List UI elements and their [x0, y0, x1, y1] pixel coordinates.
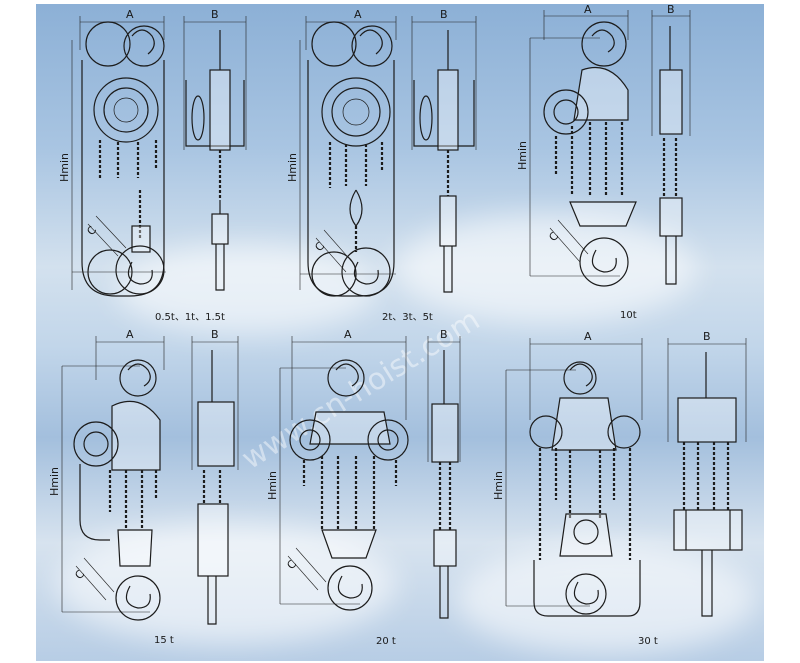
dimension-b-label: B — [440, 8, 448, 21]
hoist-4-front-view: A Hmin C — [48, 328, 165, 621]
dimension-c-label: C — [312, 239, 327, 253]
dimension-a-label: A — [126, 328, 134, 341]
hoist-2-side-view: B — [411, 8, 477, 293]
hoist-1-side-view: B — [183, 8, 247, 291]
hoist-4-drawing: A Hmin C — [48, 328, 239, 646]
dimension-b-label: B — [667, 3, 675, 16]
hoist-6-drawing: A Hmin — [492, 330, 747, 647]
dimension-c-label: C — [84, 223, 99, 237]
dimension-hmin-label: Hmin — [266, 471, 279, 500]
hoist-6-front-view: A Hmin — [492, 330, 643, 617]
hoist-1-front-view: A Hmin — [58, 8, 166, 297]
caption-hoist-2: 2t、3t、5t — [382, 312, 433, 323]
dimension-a-label: A — [584, 3, 592, 16]
dimension-b-label: B — [703, 330, 711, 343]
dimension-a-label: A — [126, 8, 134, 21]
hoist-4-side-view: B — [191, 328, 239, 625]
caption-hoist-1: 0.5t、1t、1.5t — [155, 312, 225, 323]
hoist-1-drawing: A Hmin — [58, 8, 247, 323]
caption-hoist-4: 15 t — [154, 635, 174, 646]
hoist-5-front-view: A Hmin — [266, 328, 409, 611]
dimension-b-label: B — [211, 8, 219, 21]
dimension-c-label: C — [546, 229, 561, 243]
dimension-hmin-label: Hmin — [48, 467, 61, 496]
dimension-c-label: C — [284, 557, 299, 571]
dimension-hmin-label: Hmin — [286, 153, 299, 182]
hoist-3-side-view: B — [651, 3, 691, 285]
dimension-hmin-label: Hmin — [516, 141, 529, 170]
hoist-5-side-view: B — [427, 328, 461, 619]
dimension-c-label: C — [72, 567, 87, 581]
caption-hoist-6: 30 t — [638, 636, 658, 647]
hoist-3-drawing: A Hmin C — [516, 3, 691, 321]
hoist-3-front-view: A Hmin C — [516, 3, 637, 287]
caption-hoist-5: 20 t — [376, 636, 396, 647]
hoist-2-front-view: A Hmin C — [286, 8, 397, 297]
dimension-hmin-label: Hmin — [492, 471, 505, 500]
hoist-5-drawing: A Hmin — [266, 328, 461, 647]
dimension-a-label: A — [344, 328, 352, 341]
dimension-a-label: A — [354, 8, 362, 21]
dimension-hmin-label: Hmin — [58, 153, 71, 182]
hoist-6-side-view: B — [667, 330, 747, 617]
caption-hoist-3: 10t — [620, 310, 637, 321]
hoist-2-drawing: A Hmin C — [286, 8, 477, 323]
dimension-b-label: B — [440, 328, 448, 341]
dimension-a-label: A — [584, 330, 592, 343]
dimension-b-label: B — [211, 328, 219, 341]
